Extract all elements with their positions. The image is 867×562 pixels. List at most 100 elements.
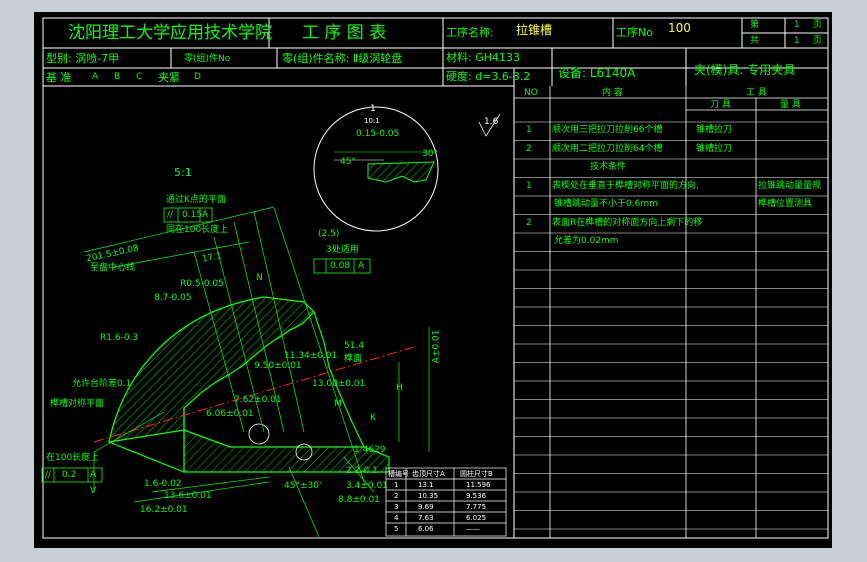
ops-row-gauge: 拉锥跳动量量规	[758, 180, 822, 191]
drawing-sheet: 沈阳理工大学应用技术学院 工 序 图 表 工序名称: 拉锥槽 工序No 100 …	[34, 12, 832, 548]
detail-ratio: 10:1	[364, 117, 380, 125]
ops-row-content: 表楔处在垂直于榫槽对称平面的方向,	[552, 180, 699, 191]
annot-flank: 榫面	[344, 354, 363, 364]
ops-col-cutter: 刀 具	[710, 100, 731, 110]
dimension-lines	[83, 206, 430, 538]
dim-51-4: 51.4	[344, 341, 365, 351]
slot-table-cell: 11.596	[466, 481, 491, 489]
dim-2-2: 2.2-0.1	[346, 466, 378, 476]
roughness-symbol	[478, 113, 501, 137]
chart-name: 工 序 图 表	[302, 23, 387, 43]
title-block-grid	[42, 17, 829, 539]
slot-table-cell: 3	[394, 503, 399, 511]
tol-parallel-symbol: //	[167, 210, 174, 220]
process-no-label: 工序No	[616, 26, 653, 39]
dim-1-4629: 1.4629	[354, 445, 386, 455]
dim-25: (2.5)	[318, 229, 340, 239]
dim-a: A±0.01	[431, 329, 442, 364]
dim-7-62: 7.62±0.01	[234, 395, 282, 405]
ops-row-content: 顺次用三把拉刀拉削66个槽	[552, 125, 663, 135]
annot-len100: 在100长度上	[46, 453, 100, 463]
slot-table-cell: 10.35	[418, 492, 439, 500]
detail-angle1: 45°	[340, 157, 356, 167]
dim-11-34: 11.34±0.01	[284, 351, 338, 361]
detail-view	[313, 106, 439, 232]
institute-name: 沈阳理工大学应用技术学院	[68, 23, 272, 43]
ops-row-cutter: 锥槽拉刀	[696, 143, 733, 154]
slot-table-cell: 9.69	[418, 503, 434, 511]
part-profile	[108, 296, 390, 473]
clamp-ref: D	[194, 72, 201, 82]
ops-row-content: 锥槽跳动量不小于0.6mm	[554, 199, 658, 209]
detail-angle2: 30°	[422, 149, 438, 159]
hardness: 硬度: d=3.6-3.2	[446, 70, 531, 83]
ops-row-no: 1	[526, 125, 532, 135]
feature-control-frames	[41, 207, 371, 483]
datum-label: 基 准	[46, 71, 72, 84]
slot-table-cell: 5	[394, 525, 399, 533]
ops-row-content: 技术条件	[590, 162, 627, 172]
slot-table-cell: 6.06	[418, 525, 434, 533]
ops-col-tools: 工 具	[746, 88, 767, 98]
total-unit: 页	[813, 36, 823, 46]
symmetry-centerline	[93, 346, 415, 443]
dim-8-8: 8.8±0.01	[338, 495, 380, 505]
scale: 5:1	[174, 166, 192, 179]
slot-table-cell: 6.025	[466, 514, 487, 522]
label-k: K	[370, 413, 376, 423]
label-m: M	[334, 399, 342, 409]
slot-table-cell: 1	[394, 481, 399, 489]
annot-all: 3处适用	[326, 245, 359, 255]
slot-table-cell: 2	[394, 492, 399, 500]
total-label: 共	[750, 36, 760, 46]
clamp-label: 夹紧	[158, 71, 180, 84]
slot-table-header: 圆柱尺寸B	[460, 470, 493, 478]
detail-dim: 0.15-0.05	[356, 129, 400, 139]
dim-45: 45°±30'	[284, 481, 322, 491]
slot-table-cell: 4	[394, 514, 399, 522]
dim-1-6: 1.6-0.02	[144, 479, 182, 489]
ops-row-content: 允差为0.02mm	[554, 236, 619, 246]
dim-8-7: 8.7-0.05	[154, 293, 192, 303]
ops-row-no: 2	[526, 217, 532, 228]
process-no: 100	[668, 21, 691, 35]
label-n: N	[256, 273, 263, 283]
slot-table-cell: ——	[466, 525, 480, 533]
ops-row-gauge: 榫槽位置测具	[758, 199, 813, 209]
slot-table-cell: 7.775	[466, 503, 487, 511]
material: 材料: GH4133	[446, 51, 520, 64]
tol-pos-datum: A	[358, 261, 365, 271]
dim-6-06: 6.06±0.01	[206, 409, 254, 419]
dim-13-6: 13.6±0.01	[164, 491, 212, 501]
dim-16-2: 16.2±0.01	[140, 505, 188, 515]
ops-col-gauge: 量 具	[780, 100, 801, 110]
slot-table-header: 槽编号	[388, 470, 409, 478]
part-no: 零(组)件No	[184, 54, 231, 64]
slot-table-cell: 13.1	[418, 481, 434, 489]
annot-tol: 允许台阶差0.1	[72, 379, 132, 389]
total-no: 1	[794, 36, 800, 46]
ops-row-no: 2	[526, 143, 532, 154]
ops-row-content: 表面R在榫槽的对称面方向上剩下的移	[552, 217, 703, 228]
ops-row-no: 1	[526, 180, 532, 191]
model: 型别: 涡喷-7甲	[46, 52, 120, 65]
ops-col-content: 内 容	[602, 88, 623, 98]
part-name: 零(组)件名称: Ⅱ级涡轮盘	[282, 52, 403, 65]
tol-sym-symbol: //	[45, 470, 52, 480]
slot-table-cell: 7.63	[418, 514, 434, 522]
ops-col-no: NO	[524, 88, 538, 98]
datum-ref-c: C	[136, 72, 143, 82]
tol-pos: 0.08	[330, 261, 351, 271]
datum-ref-b: B	[114, 72, 121, 82]
ops-row-cutter: 锥槽拉刀	[696, 125, 733, 135]
dim-r1: R1.6-0.3	[100, 333, 139, 343]
drawing-canvas	[41, 17, 829, 539]
annot-sym: 榫槽对称平面	[50, 399, 105, 409]
annot-parallel-ref: 通过K点的平面	[166, 195, 226, 205]
process-name: 拉锥槽	[516, 23, 553, 37]
datum-ref-a: A	[92, 72, 99, 82]
tol-parallel: 0.15	[182, 210, 203, 220]
dim-3-4: 3.4±0.01	[346, 481, 388, 491]
annot-length: 同在100长度上	[166, 225, 229, 235]
dim-r0-5: R0.5-0.05	[180, 279, 224, 289]
